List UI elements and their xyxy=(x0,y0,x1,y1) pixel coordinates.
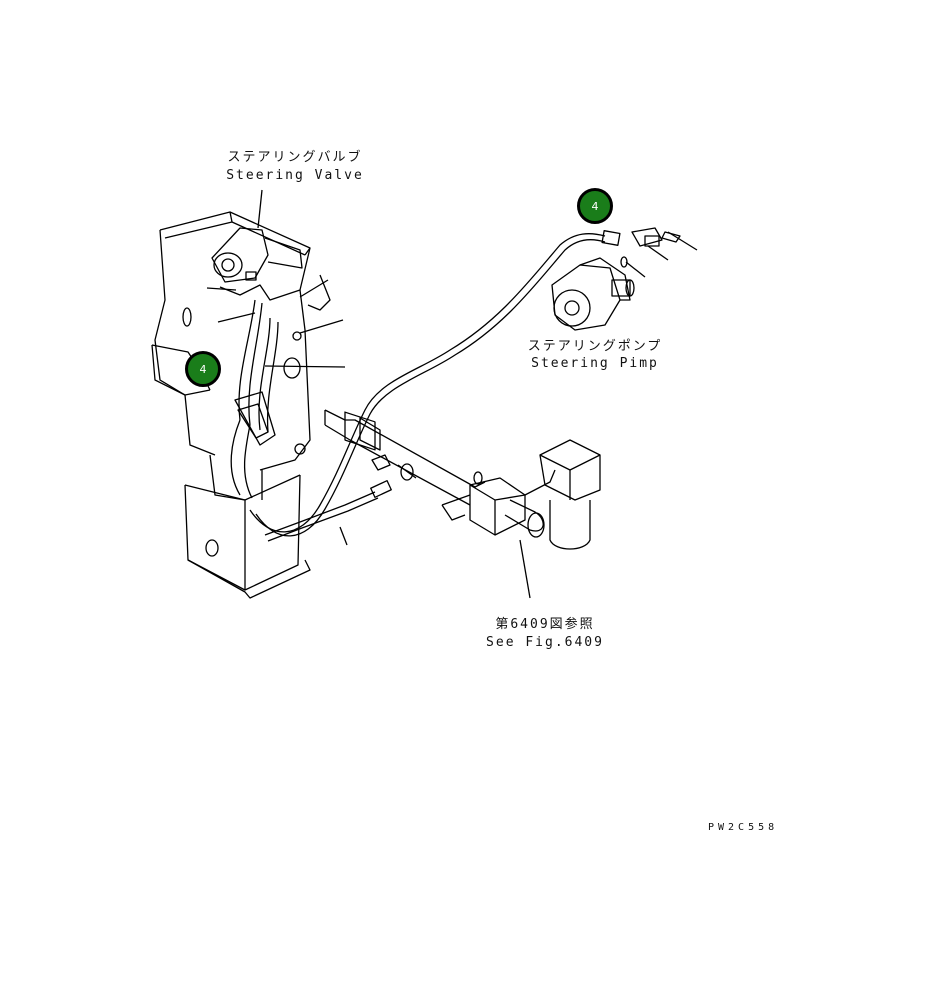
steering-valve-label-jp: ステアリングバルブ xyxy=(227,150,363,165)
part-marker-4-right[interactable]: 4 xyxy=(577,188,613,224)
steering-column-frame xyxy=(151,211,331,471)
axle-tube-assembly xyxy=(324,409,601,550)
see-fig-label-jp: 第6409図参照 xyxy=(495,617,595,632)
part-marker-4-left[interactable]: 4 xyxy=(185,351,221,387)
steering-valve-label-en: Steering Valve xyxy=(226,168,364,183)
steering-pump-label-jp: ステアリングポンプ xyxy=(527,339,663,354)
see-fig-label-en: See Fig.6409 xyxy=(486,635,604,650)
pump-fittings xyxy=(620,227,681,268)
see-fig-leader xyxy=(519,539,531,599)
steering-pump-label-en: Steering Pimp xyxy=(531,356,659,371)
drawing-code: PW2C558 xyxy=(708,822,779,833)
steering-valve-body xyxy=(211,227,303,283)
column-base xyxy=(184,454,311,599)
steering-valve-leader xyxy=(257,189,263,229)
steering-pump-body xyxy=(551,257,635,331)
pump-pressure-line xyxy=(249,233,606,533)
